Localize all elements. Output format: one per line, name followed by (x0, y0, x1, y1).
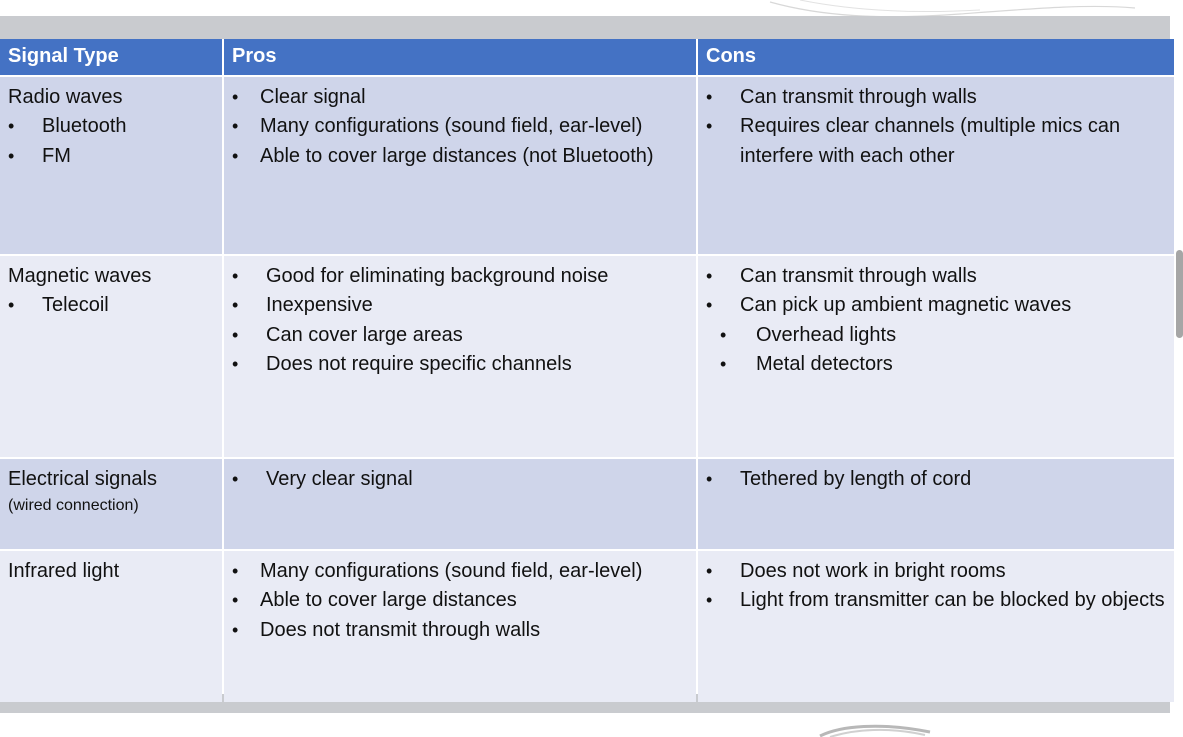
list-item: Overhead lights (720, 321, 1166, 351)
signal-type-subitems: Bluetooth FM (8, 112, 214, 171)
list-item: Telecoil (8, 291, 214, 321)
table-row-cell-type: Electrical signals (wired connection) (0, 459, 222, 549)
cons-list: Can transmit through walls Requires clea… (706, 83, 1166, 171)
list-item: Many configurations (sound field, ear-le… (232, 557, 688, 587)
list-item: Able to cover large distances (232, 586, 688, 616)
cons-list: Does not work in bright rooms Light from… (706, 557, 1166, 616)
table-row-cell-cons: Tethered by length of cord (698, 459, 1174, 549)
list-item: FM (8, 142, 214, 172)
signal-type-title: Electrical signals (8, 468, 157, 490)
table-row-cell-cons: Does not work in bright rooms Light from… (698, 551, 1174, 702)
list-item: Very clear signal (232, 465, 688, 495)
table-row-cell-pros: Clear signal Many configurations (sound … (224, 77, 696, 254)
signal-type-title: Infrared light (8, 560, 120, 582)
cons-sublist: Overhead lights Metal detectors (720, 321, 1166, 380)
list-item: Bluetooth (8, 112, 214, 142)
table-row-cell-pros: Good for eliminating background noise In… (224, 256, 696, 457)
top-margin (0, 0, 1183, 16)
decorative-curve-bottom (819, 724, 931, 737)
list-item: Good for eliminating background noise (232, 262, 688, 292)
signal-type-note: (wired connection) (8, 497, 139, 515)
bottom-margin (0, 713, 1183, 737)
list-item: Can cover large areas (232, 321, 688, 351)
cons-list: Can transmit through walls Can pick up a… (706, 262, 1166, 321)
header-cons: Cons (698, 39, 1174, 75)
list-item: Light from transmitter can be blocked by… (706, 586, 1166, 616)
header-pros: Pros (224, 39, 696, 75)
pros-list: Very clear signal (232, 465, 688, 495)
list-item: Clear signal (232, 83, 688, 113)
list-item: Can transmit through walls (706, 262, 1166, 292)
pros-list: Many configurations (sound field, ear-le… (232, 557, 688, 645)
signal-type-title: Radio waves (8, 86, 123, 108)
list-item: Does not work in bright rooms (706, 557, 1166, 587)
table-row-cell-type: Infrared light (0, 551, 222, 702)
list-item: Requires clear channels (multiple mics c… (706, 112, 1166, 171)
table-row-cell-cons: Can transmit through walls Requires clea… (698, 77, 1174, 254)
list-item: Able to cover large distances (not Bluet… (232, 142, 688, 172)
list-item: Tethered by length of cord (706, 465, 1166, 495)
list-item: Can pick up ambient magnetic waves (706, 291, 1166, 321)
table-row-cell-pros: Many configurations (sound field, ear-le… (224, 551, 696, 702)
list-item: Many configurations (sound field, ear-le… (232, 112, 688, 142)
pros-list: Clear signal Many configurations (sound … (232, 83, 688, 171)
list-item: Does not transmit through walls (232, 616, 688, 646)
table-row-cell-pros: Very clear signal (224, 459, 696, 549)
signal-type-subitems: Telecoil (8, 291, 214, 321)
cons-list: Tethered by length of cord (706, 465, 1166, 495)
decorative-curve-top (769, 0, 1136, 18)
list-item: Metal detectors (720, 350, 1166, 380)
list-item: Inexpensive (232, 291, 688, 321)
table-row-cell-cons: Can transmit through walls Can pick up a… (698, 256, 1174, 457)
scrollbar-thumb[interactable] (1176, 250, 1183, 338)
list-item: Can transmit through walls (706, 83, 1166, 113)
signal-comparison-table: Signal Type Pros Cons Radio waves Blueto… (0, 39, 1174, 702)
table-row-cell-type: Radio waves Bluetooth FM (0, 77, 222, 254)
signal-type-title: Magnetic waves (8, 265, 152, 287)
header-signal-type: Signal Type (0, 39, 222, 75)
pros-list: Good for eliminating background noise In… (232, 262, 688, 379)
table-row-cell-type: Magnetic waves Telecoil (0, 256, 222, 457)
list-item: Does not require specific channels (232, 350, 688, 380)
